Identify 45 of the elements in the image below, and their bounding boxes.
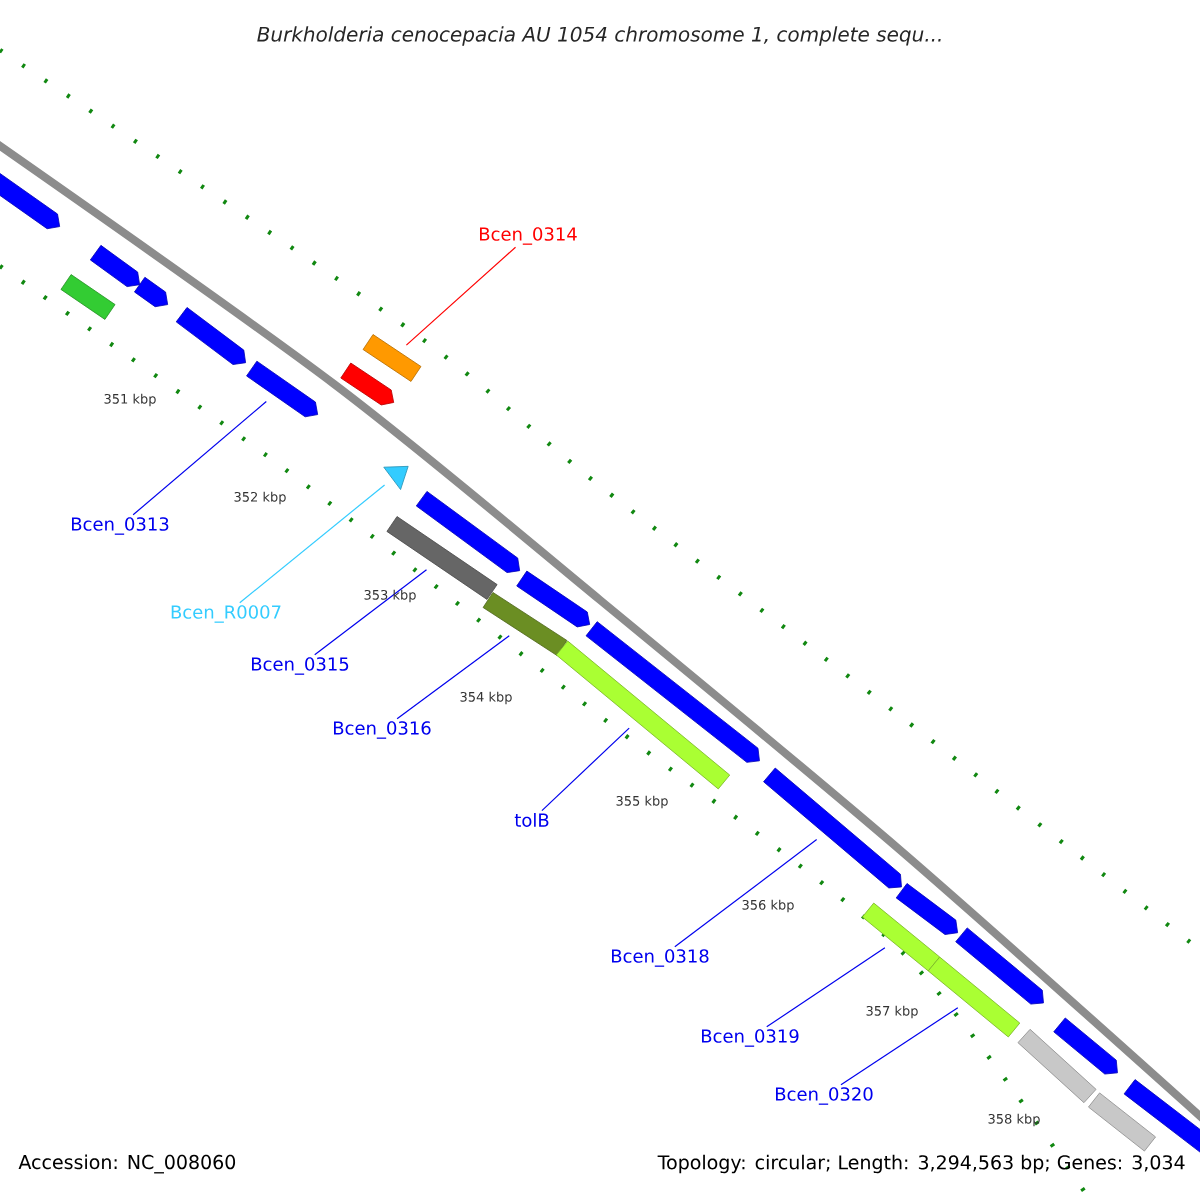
gene-block [60, 274, 116, 320]
gene-label: Bcen_0316 [334, 721, 431, 739]
title: Burkholderia cenocepacia AU 1054 chromosome 1, complete sequ... [257, 26, 941, 46]
gene-label: Bcen_0319 [702, 1029, 799, 1047]
gene-label: Bcen_0320 [776, 1087, 873, 1105]
gene-block [516, 570, 591, 628]
leader-line [132, 400, 267, 516]
leader-line [405, 246, 517, 346]
gene-block [763, 767, 902, 889]
gene-block [895, 883, 958, 935]
gene-label: Bcen_0314 [480, 227, 577, 245]
gene-block [1088, 1092, 1156, 1152]
leader-line [766, 947, 886, 1028]
gene-label: Bcen_R0007 [171, 605, 281, 623]
gene-block [1017, 1028, 1097, 1104]
gene-block [134, 276, 169, 308]
gene-block [1123, 1079, 1200, 1155]
leader-line [396, 635, 510, 720]
gene-block [89, 244, 141, 287]
gene-label: Bcen_0315 [252, 657, 349, 675]
gene-block [362, 334, 422, 382]
gene-label: Bcen_0318 [612, 949, 709, 967]
accession-text: Accession: NC_008060 [18, 1154, 236, 1174]
gene-block [927, 956, 1021, 1038]
gene-block [0, 170, 61, 230]
gene-block [1053, 1017, 1118, 1075]
gene-block [340, 362, 395, 406]
topology-text: Topology: circular; Length: 3,294,563 bp; Genes: 3,034 [657, 1154, 1185, 1174]
gene-label: tolB [514, 813, 549, 827]
gene-block [955, 927, 1044, 1005]
gene-marker [383, 465, 409, 490]
gene-label: Bcen_0313 [72, 517, 169, 535]
gene-block [386, 516, 498, 600]
gene-block [585, 621, 760, 763]
leader-line [840, 1007, 959, 1086]
gene-block [861, 902, 941, 972]
gene-block [175, 307, 246, 365]
leader-line [239, 484, 386, 604]
leader-line [314, 569, 428, 656]
gene-block [415, 491, 521, 573]
leader-line [674, 839, 818, 948]
leader-line [541, 727, 630, 812]
gene-block [482, 592, 568, 656]
gene-block [246, 360, 319, 418]
gene-block [555, 640, 731, 790]
